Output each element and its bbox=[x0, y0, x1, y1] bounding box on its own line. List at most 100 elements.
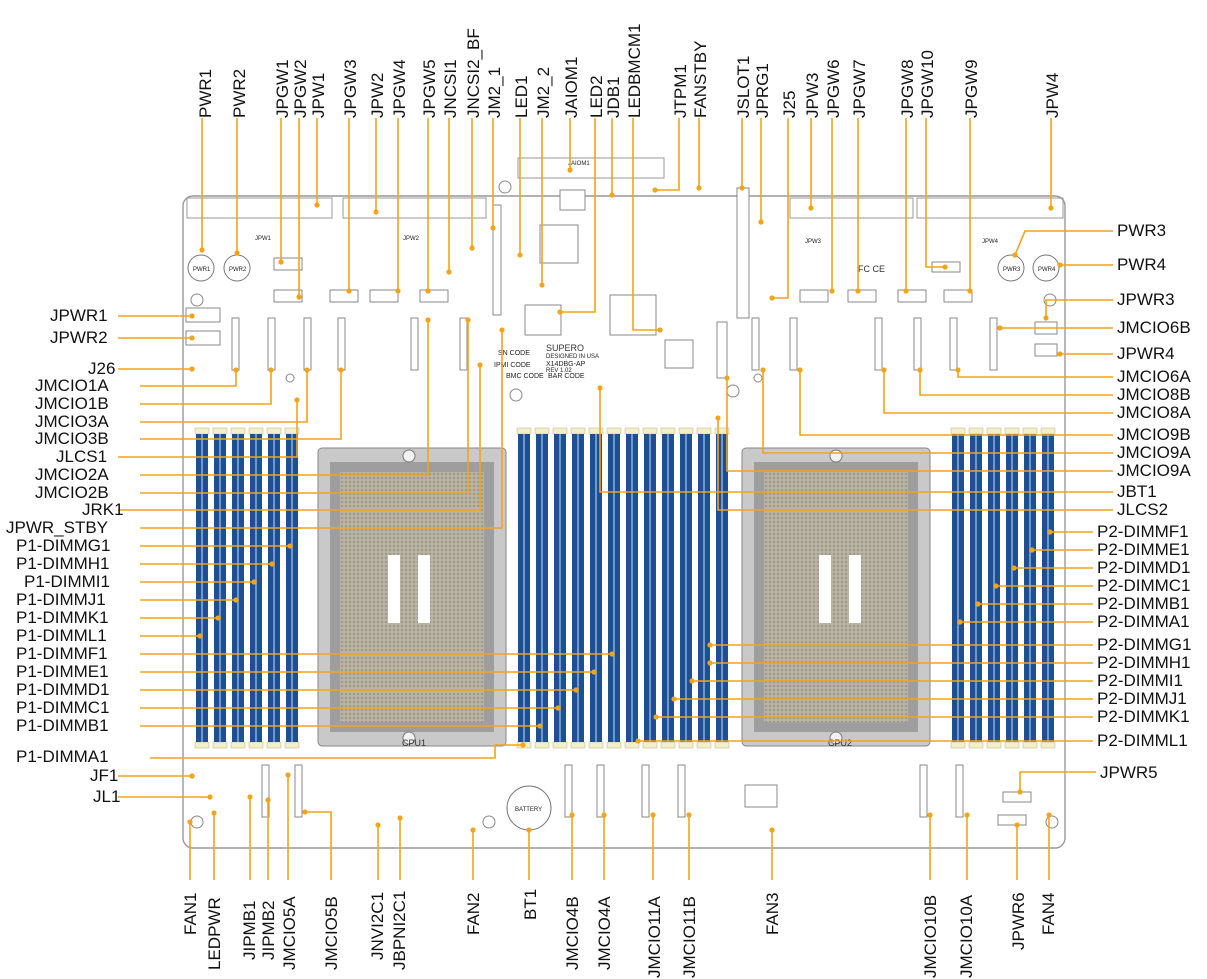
label-jpgw7: JPGW7 bbox=[850, 59, 869, 118]
label-p2-dimmf1: P2-DIMMF1 bbox=[1097, 522, 1189, 541]
leader-dot bbox=[829, 288, 835, 294]
svg-text:JPW3: JPW3 bbox=[805, 239, 822, 245]
dimm-slot bbox=[516, 427, 532, 749]
label-fan1: FAN1 bbox=[181, 892, 200, 935]
sn-code-text: SN CODE bbox=[498, 350, 530, 357]
label-ledpwr: LEDPWR bbox=[205, 897, 224, 970]
leader-line bbox=[140, 370, 272, 405]
dimm-slot bbox=[570, 427, 586, 749]
label-led2: LED2 bbox=[587, 75, 606, 118]
leader-dot bbox=[499, 327, 505, 333]
leader-line bbox=[140, 330, 503, 529]
label-fan3: FAN3 bbox=[763, 892, 782, 935]
label-jpw2: JPW2 bbox=[368, 73, 387, 118]
leader-dot bbox=[446, 269, 452, 275]
label-jpwr1: JPWR1 bbox=[50, 306, 108, 325]
label-jmcio3a: JMCIO3A bbox=[35, 412, 109, 431]
leader-lines bbox=[118, 118, 1113, 880]
leader-dot bbox=[233, 367, 239, 373]
leader-dot bbox=[294, 397, 300, 403]
leader-dot bbox=[1057, 351, 1063, 357]
top-labels: PWR1 PWR2 JPGW1 JPGW2 JPW1 JPGW3 JPW2 JP… bbox=[196, 24, 1062, 118]
leader-line bbox=[305, 811, 332, 880]
leader-line bbox=[919, 370, 1113, 396]
label-jmcio2a: JMCIO2A bbox=[35, 465, 109, 484]
label-p2-dimmb1: P2-DIMMB1 bbox=[1097, 594, 1190, 613]
leader-dot bbox=[469, 245, 475, 251]
leader-dot bbox=[591, 669, 597, 675]
leader-dot bbox=[1043, 315, 1049, 321]
label-fan4: FAN4 bbox=[1039, 892, 1058, 935]
leader-line bbox=[1014, 230, 1113, 256]
leader-dot bbox=[652, 187, 658, 193]
leader-dot bbox=[187, 819, 193, 825]
leader-dot bbox=[855, 288, 861, 294]
svg-text:PWR2: PWR2 bbox=[229, 267, 247, 273]
leader-line bbox=[150, 744, 523, 759]
dimm-slot bbox=[1022, 427, 1038, 749]
dimm-slot bbox=[696, 427, 712, 749]
dimm-slot bbox=[284, 427, 300, 749]
dimm-slot bbox=[624, 427, 640, 749]
label-jmcio11b: JMCIO11B bbox=[680, 896, 699, 978]
leader-dot bbox=[314, 202, 320, 208]
leader-line bbox=[726, 378, 1113, 472]
label-jmcio8a: JMCIO8A bbox=[1117, 403, 1191, 422]
label-jpgw9: JPGW9 bbox=[962, 59, 981, 118]
leader-dot bbox=[601, 812, 607, 818]
label-jipmb1: JIPMB1 bbox=[240, 900, 259, 960]
leader-dot bbox=[425, 317, 431, 323]
label-p1-dimmk1: P1-DIMMK1 bbox=[16, 608, 109, 627]
label-jpw4: JPW4 bbox=[1043, 73, 1062, 118]
label-jmcio1b: JMCIO1B bbox=[35, 394, 109, 413]
leader-dot bbox=[1048, 205, 1054, 211]
jpgw5-area bbox=[492, 204, 502, 316]
label-jmcio5a: JMCIO5A bbox=[280, 896, 299, 970]
leader-dot bbox=[739, 185, 745, 191]
leader-dot bbox=[251, 579, 257, 585]
leader-dot bbox=[490, 225, 496, 231]
label-p1-dimmb1: P1-DIMMB1 bbox=[16, 716, 109, 735]
svg-text:PWR1: PWR1 bbox=[193, 267, 211, 273]
leader-dot bbox=[338, 367, 344, 373]
leader-line bbox=[560, 118, 596, 313]
label-jmcio9b: JMCIO9B bbox=[1117, 425, 1191, 444]
pwr4-circle bbox=[1032, 254, 1060, 282]
leader-dot bbox=[517, 252, 523, 258]
leader-dot bbox=[597, 385, 603, 391]
leader-dot bbox=[758, 219, 764, 225]
leader-dot bbox=[657, 327, 663, 333]
jpw4-connector bbox=[916, 197, 1064, 219]
dimm-slot bbox=[248, 427, 264, 749]
leader-dot bbox=[993, 583, 999, 589]
fcc-text: FC CE bbox=[858, 264, 885, 274]
battery-text: BATTERY bbox=[515, 807, 542, 813]
label-p1-dimmj1: P1-DIMMJ1 bbox=[16, 590, 106, 609]
leader-dot bbox=[653, 714, 659, 720]
leader-dot bbox=[557, 309, 563, 315]
dimm-slot bbox=[986, 427, 1002, 749]
jpw3-connector bbox=[789, 197, 914, 219]
label-jaiom1: JAIOM1 bbox=[562, 57, 581, 118]
leader-line bbox=[1045, 299, 1113, 318]
cpu2-socket: CPU2 bbox=[741, 447, 931, 748]
label-jpwr2: JPWR2 bbox=[50, 328, 108, 347]
leader-line bbox=[717, 418, 1113, 511]
leader-line bbox=[140, 370, 342, 440]
leader-dot bbox=[268, 367, 274, 373]
label-jdb1: JDB1 bbox=[604, 76, 623, 118]
dimm-slots bbox=[194, 427, 1056, 749]
label-jmcio10b: JMCIO10B bbox=[921, 895, 940, 978]
dimm-slot bbox=[266, 427, 282, 749]
dimm-slot bbox=[194, 427, 210, 749]
leader-line bbox=[762, 370, 1113, 454]
label-p2-dimmc1: P2-DIMMC1 bbox=[1097, 576, 1191, 595]
ipmi-code-text: IPMI CODE bbox=[494, 362, 531, 369]
label-p2-dimmh1: P2-DIMMH1 bbox=[1097, 653, 1191, 672]
dimm-slot bbox=[588, 427, 604, 749]
svg-text:JPW4: JPW4 bbox=[982, 239, 999, 245]
label-j25: J25 bbox=[780, 91, 799, 118]
label-jmcio5b: JMCIO5B bbox=[322, 896, 341, 970]
leader-dot bbox=[375, 822, 381, 828]
leader-line bbox=[140, 320, 429, 476]
